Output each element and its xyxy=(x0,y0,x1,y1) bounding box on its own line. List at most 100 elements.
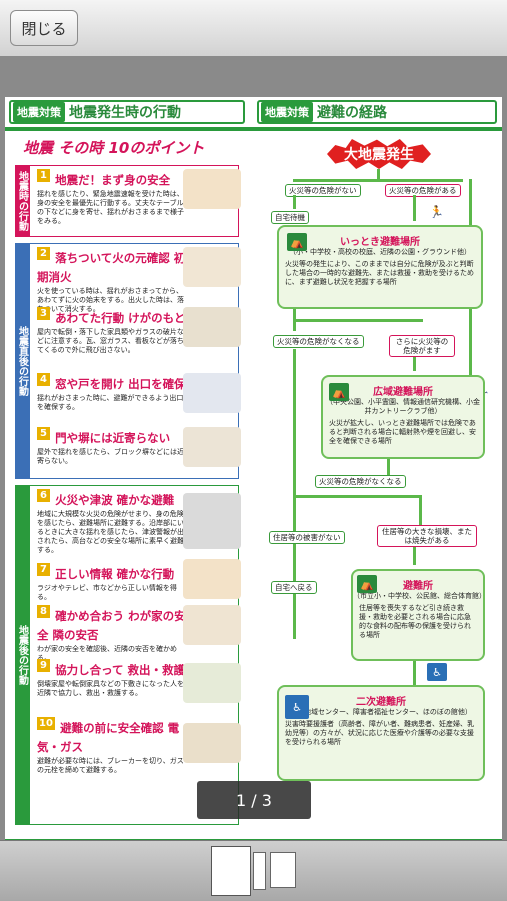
point-number: 8 xyxy=(37,605,50,618)
point-title: 落ちついて火の元確認 初期消火 xyxy=(37,251,186,284)
flow-line xyxy=(413,357,416,371)
points-subtitle: 地震 その時 10のポイント xyxy=(23,139,205,157)
point-number: 10 xyxy=(37,717,55,730)
point-3: 3 あわてた行動 けがのもと屋内で転倒・落下した家具類やガラスの破片などに注意す… xyxy=(37,307,187,355)
shelter-text: 住居等を喪失するなど引き続き救援・救助を必要とされる場合に応急的な食料の配布等の… xyxy=(359,604,471,639)
right-header-tag: 地震対策 xyxy=(261,102,313,122)
go-home: 自宅へ戻る xyxy=(271,581,317,594)
stay-home: 自宅待機 xyxy=(271,211,309,224)
wheelchair-icon: ♿ xyxy=(285,695,309,719)
point-number: 7 xyxy=(37,563,50,576)
cond-fire: 火災等の危険がある xyxy=(385,184,461,197)
wheelchair-icon: ♿ xyxy=(427,663,447,681)
shelter-sub: （市立小・中学校、公民館、総合体育館） xyxy=(353,592,486,600)
point-title: あわてた行動 けがのもと xyxy=(55,311,186,325)
point-text: ラジオやテレビ、市などから正しい情報を得る。 xyxy=(37,584,177,601)
top-toolbar: 閉じる xyxy=(0,0,507,57)
cond-no-damage: 住居等の被害がない xyxy=(269,531,345,544)
point-number: 3 xyxy=(37,307,50,320)
shelter-box: ⛺ 避難所 （市立小・中学校、公民館、総合体育館） 住居等を喪失するなど引き続き… xyxy=(351,569,486,661)
flow-line xyxy=(293,319,423,322)
right-header: 地震対策 避難の経路 xyxy=(257,100,497,124)
point-title: 窓や戸を開け 出口を確保 xyxy=(55,377,186,391)
thumbnail-page-3[interactable] xyxy=(270,852,296,888)
illustration-breaker xyxy=(183,723,241,763)
group-right-after xyxy=(29,243,239,479)
point-title: 門や塀には近寄らない xyxy=(55,431,171,445)
group-after xyxy=(29,485,239,825)
temp-shelter-box: ⛺ いっとき避難場所 （小・中学校・高校の校庭、近隣の公園・グラウンド他） 火災… xyxy=(277,225,483,309)
left-header-title: 地震発生時の行動 xyxy=(69,105,181,121)
illustration-fire xyxy=(183,247,241,287)
second-shelter-text: 災害時要援護者（高齢者、障がい者、難病患者、妊産婦、乳幼児等）の方々が、状況に応… xyxy=(285,720,474,746)
right-column: 大地震発生 火災等の危険がない 火災等の危険がある 自宅待機 🏃 🏃 ⛺ いっと… xyxy=(263,135,502,847)
page-counter: 1 / 3 xyxy=(197,781,311,819)
flow-line xyxy=(387,459,390,481)
point-number: 2 xyxy=(37,247,50,260)
point-4: 4 窓や戸を開け 出口を確保揺れがおさまった時に、避難ができるよう出口を確保する… xyxy=(37,373,187,412)
point-9: 9 協力し合って 救出・救護倒壊家屋や転倒家具などの下敷きになった人を近隣で協力… xyxy=(37,659,187,698)
point-number: 9 xyxy=(37,659,50,672)
wide-area-title: 広域避難場所 xyxy=(373,387,433,398)
thumbnail-page-1[interactable] xyxy=(212,847,250,895)
point-text: 揺れを感じたり、緊急地震速報を受けた時は、身の安全を最優先に行動する。丈夫なテー… xyxy=(37,190,184,225)
cond-fire-gone-1: 火災等の危険がなくなる xyxy=(273,335,364,348)
point-title: 地震だ！まず身の安全 xyxy=(55,173,171,187)
document-page[interactable]: 地震対策 地震発生時の行動 地震対策 避難の経路 地震 その時 10のポイント … xyxy=(5,97,502,847)
flow-line xyxy=(413,661,416,691)
point-text: 屋外で揺れを感じたら、ブロック塀などには近寄らない。 xyxy=(37,448,184,465)
illustration-glass xyxy=(183,307,241,347)
wide-area-text: 火災が拡大し、いっとき避難場所では危険であると判断される場合に輻射熱や煙を回避し… xyxy=(329,419,476,445)
temp-shelter-title: いっとき避難場所 xyxy=(340,237,420,248)
flow-line xyxy=(413,195,416,221)
flow-line xyxy=(293,349,296,639)
second-shelter-box: ♿ 二次避難所 （各地域センター、障害者福祉センター、ほのぼの館他） 災害時要援… xyxy=(277,685,485,781)
shelter-icon: ⛺ xyxy=(287,233,307,251)
band-during: 地震時の行動 xyxy=(15,165,29,237)
flow-line xyxy=(293,179,463,182)
point-title: 協力し合って 救出・救護 xyxy=(55,663,186,677)
point-number: 5 xyxy=(37,427,50,440)
point-text: 屋内で転倒・落下した家具類やガラスの破片などに注意する。瓦、窓ガラス、看板などが… xyxy=(37,328,184,354)
temp-shelter-text: 火災等の発生により、このままでは自分に危険が及ぶと判断した場合の一時的な避難先、… xyxy=(285,260,474,286)
runner-icon: 🏃 xyxy=(429,205,444,219)
left-header-tag: 地震対策 xyxy=(13,102,65,122)
second-shelter-sub: （各地域センター、障害者福祉センター、ほのぼの館他） xyxy=(290,708,472,716)
illustration-table xyxy=(183,169,241,209)
point-5: 5 門や塀には近寄らない屋外で揺れを感じたら、ブロック塀などには近寄らない。 xyxy=(37,427,187,466)
document-viewer[interactable]: 地震対策 地震発生時の行動 地震対策 避難の経路 地震 その時 10のポイント … xyxy=(0,56,507,847)
second-shelter-title: 二次避難所 xyxy=(356,697,406,708)
point-title: 正しい情報 確かな行動 xyxy=(55,567,175,581)
band-right-after: 地震直後の行動 xyxy=(15,243,29,479)
flow-line xyxy=(413,547,416,565)
point-text: わが家の安全を確認後、近隣の安否を確かめる。 xyxy=(37,645,177,662)
cond-fire-gone-2: 火災等の危険がなくなる xyxy=(315,475,406,488)
close-button[interactable]: 閉じる xyxy=(10,10,78,46)
wide-area-sub: （中央公園、小平霊園、情報通信研究機構、小金井カントリークラブ他） xyxy=(326,398,480,415)
flow-line xyxy=(293,495,421,498)
point-number: 6 xyxy=(37,489,50,502)
left-column: 地震 その時 10のポイント 地震時の行動 地震直後の行動 地震後の行動 1 地… xyxy=(5,135,251,835)
right-header-title: 避難の経路 xyxy=(317,105,387,121)
illustration-house xyxy=(183,605,241,645)
flow-line xyxy=(293,195,296,209)
point-8: 8 確かめ合おう わが家の安全 隣の安否わが家の安全を確認後、近隣の安否を確かめ… xyxy=(37,605,187,663)
point-text: 地域に大規模な火災の危険がせまり、身の危険を感じたら、避難場所に避難する。沿岸部… xyxy=(37,510,184,554)
point-title: 確かめ合おう わが家の安全 隣の安否 xyxy=(37,609,186,642)
point-text: 避難が必要な時には、ブレーカーを切り、ガスの元栓を締めて避難する。 xyxy=(37,757,184,774)
temp-shelter-sub: （小・中学校・高校の校庭、近隣の公園・グラウンド他） xyxy=(289,248,471,256)
point-10: 10 避難の前に安全確認 電気・ガス避難が必要な時には、ブレーカーを切り、ガスの… xyxy=(37,717,187,775)
left-header: 地震対策 地震発生時の行動 xyxy=(9,100,245,124)
header-divider xyxy=(5,127,502,131)
cond-damage: 住居等の大きな損壊、または焼失がある xyxy=(377,525,477,547)
point-text: 倒壊家屋や転倒家具などの下敷きになった人を近隣で協力し、救出・救護する。 xyxy=(37,680,184,697)
illustration-door xyxy=(183,373,241,413)
point-7: 7 正しい情報 確かな行動ラジオやテレビ、市などから正しい情報を得る。 xyxy=(37,563,187,602)
illustration-rescue xyxy=(183,663,241,703)
thumbnail-page-2[interactable] xyxy=(253,852,266,890)
wide-area-box: ⛺ 広域避難場所 （中央公園、小平霊園、情報通信研究機構、小金井カントリークラブ… xyxy=(321,375,485,459)
shelter-icon: ⛺ xyxy=(357,575,377,593)
point-number: 4 xyxy=(37,373,50,386)
illustration-wall xyxy=(183,427,241,467)
shelter-icon: ⛺ xyxy=(329,383,349,401)
